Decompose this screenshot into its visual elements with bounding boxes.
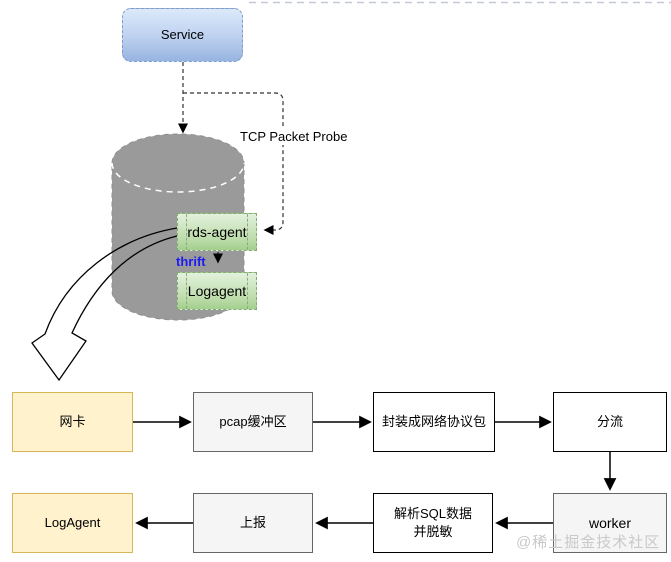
flow-node-parse-sql: 解析SQL数据 并脱敏 — [373, 493, 493, 553]
curved-capture-arrow — [31, 227, 178, 382]
rds-agent-label: rds-agent — [187, 223, 247, 240]
cylinder-front-rim — [111, 162, 245, 193]
flow-node-nic: 网卡 — [12, 392, 133, 452]
flow-node-label: pcap缓冲区 — [219, 414, 287, 430]
flow-node-label: 解析SQL数据 并脱敏 — [393, 506, 472, 539]
flow-node-label: worker — [588, 514, 631, 531]
tcp-packet-probe-label: TCP Packet Probe — [237, 129, 351, 145]
flow-node-packetize: 封装成网络协议包 — [373, 392, 495, 452]
flow-node-pcap-buffer: pcap缓冲区 — [193, 392, 313, 452]
flow-node-worker: worker — [553, 493, 667, 553]
probe-to-rds-agent-connector — [183, 92, 284, 236]
service-node: Service — [122, 8, 243, 62]
watermark: @稀土掘金技术社区 — [516, 534, 661, 551]
rds-agent-node: rds-agent — [177, 213, 257, 251]
flow-node-label: 上报 — [239, 515, 266, 531]
flow-node-label: 网卡 — [59, 414, 86, 430]
flow-node-label: 封装成网络协议包 — [381, 414, 486, 430]
logagent-node: Logagent — [177, 272, 257, 310]
flow-node-label: 分流 — [596, 414, 623, 430]
thrift-label: thrift — [176, 254, 206, 270]
flow-node-label: LogAgent — [44, 515, 101, 531]
logagent-label: Logagent — [187, 282, 247, 299]
service-label: Service — [160, 27, 205, 43]
flow-node-logagent: LogAgent — [12, 493, 133, 553]
flow-node-report: 上报 — [193, 493, 313, 553]
flow-node-split: 分流 — [553, 392, 667, 452]
